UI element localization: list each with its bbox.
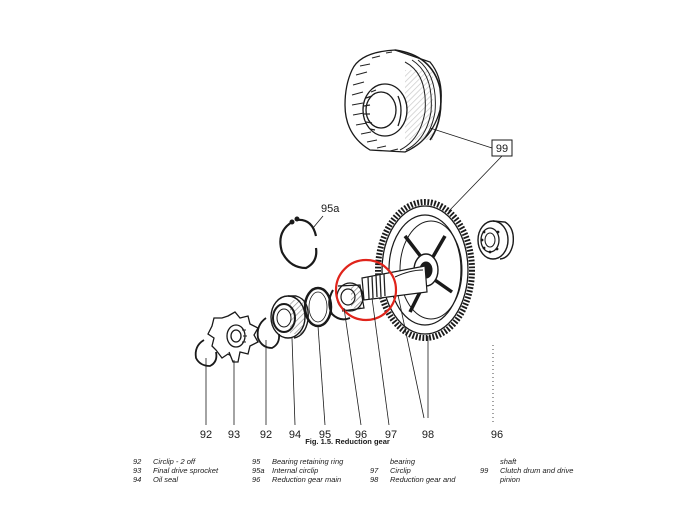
label-99: 99 <box>496 143 508 155</box>
legend-row: shaft <box>500 457 517 466</box>
figure-caption: Fig. 1.5. Reduction gear <box>305 437 390 446</box>
label-96-left: 96 <box>355 429 367 441</box>
label-92-left: 92 <box>200 429 212 441</box>
label-97: 97 <box>385 429 397 441</box>
legend-row: bearing <box>390 457 416 466</box>
circlip-92-mid <box>256 317 281 349</box>
bearing-retaining-ring-95 <box>303 286 333 328</box>
label-92-mid: 92 <box>260 429 272 441</box>
legend-row: pinion <box>500 475 521 484</box>
reduction-gear-part <box>375 199 475 341</box>
label-95a: 95a <box>321 203 340 215</box>
main-bearing-96 <box>336 282 365 312</box>
sprocket-93 <box>207 311 259 363</box>
oil-seal-94 <box>270 295 309 339</box>
internal-circlip-95a <box>279 216 318 270</box>
label-94: 94 <box>289 429 301 441</box>
circlip-92-left <box>194 339 218 367</box>
leader-99 <box>429 127 493 149</box>
highlight-circle <box>334 258 398 322</box>
label-93: 93 <box>228 429 240 441</box>
label-95: 95 <box>319 429 331 441</box>
clutch-drum-part <box>344 49 442 153</box>
bearing-96-right <box>477 220 515 260</box>
leader-95a <box>312 215 324 229</box>
label-98: 98 <box>422 429 434 441</box>
label-96-right: 96 <box>491 429 503 441</box>
leader-99-gear <box>447 155 503 213</box>
leader-lines <box>205 294 494 426</box>
